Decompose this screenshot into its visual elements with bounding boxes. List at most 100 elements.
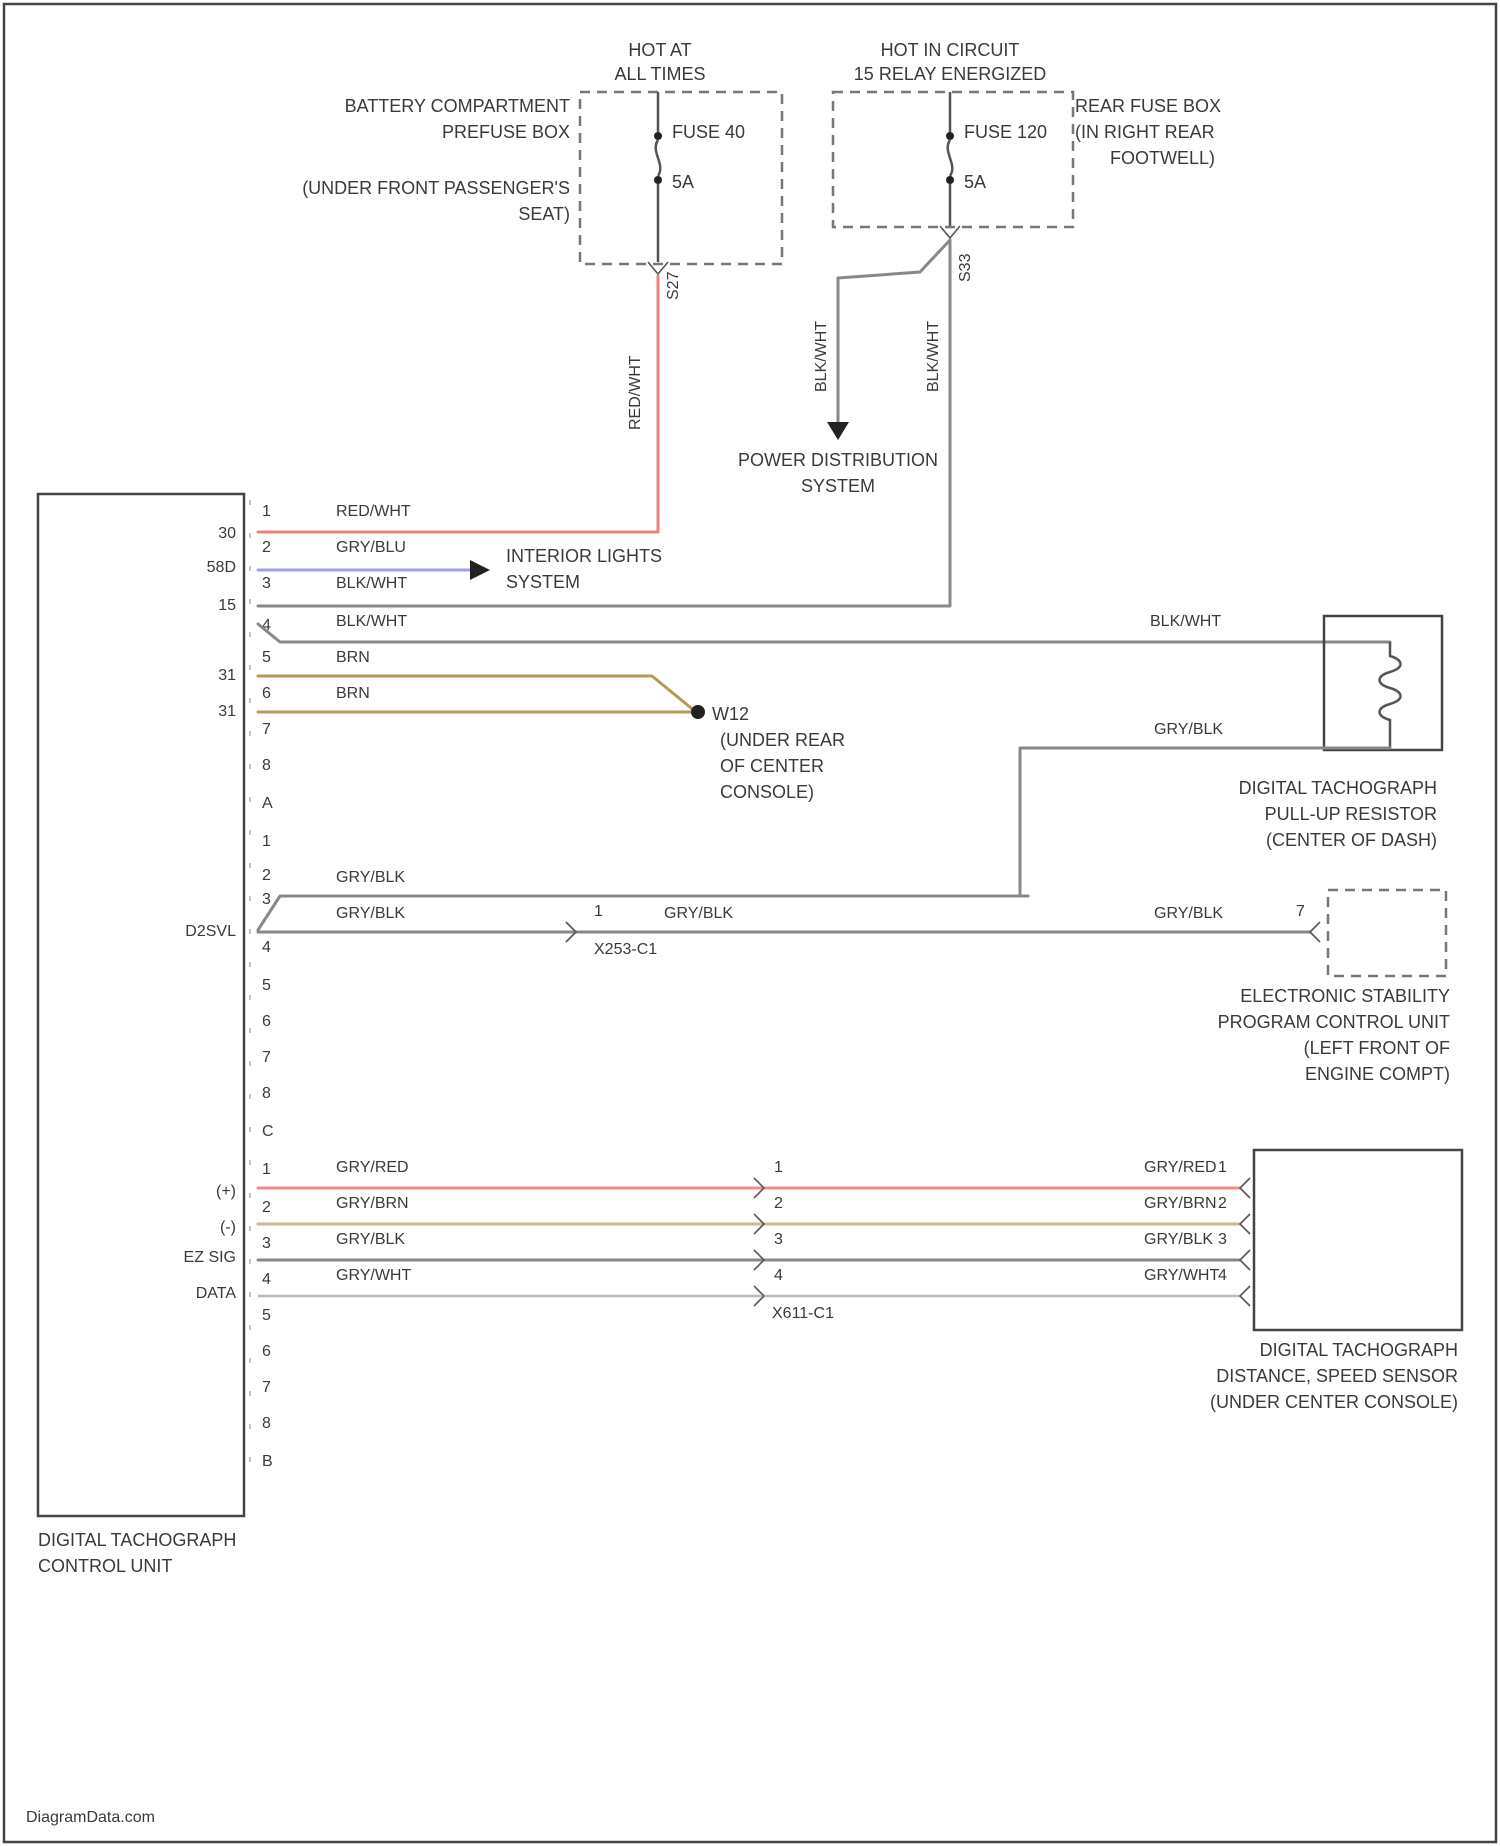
pin-c7: 7 (262, 1379, 271, 1396)
x611-pin-3: 3 (774, 1231, 783, 1248)
battery-prefuse-line1: BATTERY COMPARTMENT (345, 96, 570, 116)
lbl-gry-red: GRY/RED (336, 1159, 409, 1176)
pin-b5: 5 (262, 977, 271, 994)
control-unit-label-line2: CONTROL UNIT (38, 1556, 172, 1576)
pullup-resistor-coil (1380, 642, 1401, 748)
watermark: DiagramData.com (26, 1809, 155, 1826)
ground-w12-label: W12 (712, 704, 749, 724)
lbl-gry-red-right: GRY/RED (1144, 1159, 1217, 1176)
lbl-blk-wht-3: BLK/WHT (336, 575, 407, 592)
sensor-connector (1240, 1178, 1250, 1306)
lbl-gry-blk-pullup: GRY/BLK (1154, 721, 1223, 738)
lbl-blk-wht-4: BLK/WHT (336, 613, 407, 630)
fuse120-amp-label: 5A (964, 172, 986, 192)
rear-fuse-box (833, 92, 1073, 227)
tachograph-control-unit-box (38, 494, 244, 1516)
power-distribution-line2: SYSTEM (801, 476, 875, 496)
esp-label-line4: ENGINE COMPT) (1305, 1064, 1450, 1084)
ground-w12-dot (691, 705, 705, 719)
lbl-gry-blk-esp: GRY/BLK (1154, 905, 1223, 922)
pin-c1: 1 (262, 1161, 271, 1178)
pin-c4: 4 (262, 1271, 271, 1288)
wire-red-wht-pin30 (258, 276, 658, 532)
unit-pin-31a: 31 (218, 667, 236, 684)
sensor-pin-4: 4 (1218, 1267, 1227, 1284)
under-front-seat-line1: (UNDER FRONT PASSENGER'S (302, 178, 570, 198)
wire-label-blk-wht-15: BLK/WHT (925, 321, 942, 392)
x611-pin-2: 2 (774, 1195, 783, 1212)
rear-fuse-box-line2: (IN RIGHT REAR (1075, 122, 1215, 142)
lbl-red-wht: RED/WHT (336, 503, 411, 520)
pin-b2: 2 (262, 867, 271, 884)
pin-c3: 3 (262, 1235, 271, 1252)
control-unit-label-line1: DIGITAL TACHOGRAPH (38, 1530, 236, 1550)
speed-sensor-label-line3: (UNDER CENTER CONSOLE) (1210, 1392, 1458, 1412)
unit-pin-data: DATA (196, 1285, 237, 1302)
pin-a3: 3 (262, 575, 271, 592)
x611-pin-4: 4 (774, 1267, 783, 1284)
unit-pin-15: 15 (218, 597, 236, 614)
esp-unit-box (1328, 890, 1446, 976)
pin-aA: A (262, 795, 273, 812)
lbl-gry-brn-right: GRY/BRN (1144, 1195, 1217, 1212)
pin-b7: 7 (262, 1049, 271, 1066)
fuse120-element (948, 140, 953, 176)
lbl-gry-blk-b3b: GRY/BLK (336, 905, 405, 922)
arrow-interior-lights (470, 560, 490, 580)
x611-connector (754, 1178, 764, 1306)
wire-brn-31a (258, 676, 696, 712)
unit-pin-serial: D2SVL (185, 923, 236, 940)
pin-a2: 2 (262, 539, 271, 556)
unit-pin-ez-sig: EZ SIG (184, 1249, 236, 1266)
fuse40-dot-top (654, 132, 662, 140)
pin-bC: C (262, 1123, 274, 1140)
fuse40-label: FUSE 40 (672, 122, 745, 142)
fuse120-label: FUSE 120 (964, 122, 1047, 142)
esp-label-line2: PROGRAM CONTROL UNIT (1218, 1012, 1450, 1032)
fuse120-output-pin: S33 (957, 253, 974, 282)
lbl-gry-wht: GRY/WHT (336, 1267, 411, 1284)
fuse120-dot-top (946, 132, 954, 140)
pin-b3: 3 (262, 891, 271, 908)
arrow-power-distribution (827, 422, 849, 440)
pin-b1: 1 (262, 833, 271, 850)
pin-row-a: 1 2 3 4 5 6 7 8 A (262, 503, 273, 812)
pin-cB: B (262, 1453, 273, 1470)
fuse40-amp-label: 5A (672, 172, 694, 192)
lbl-gry-blk-mid: GRY/BLK (664, 905, 733, 922)
x611-label: X611-C1 (772, 1305, 834, 1322)
lbl-blk-wht-pullup: BLK/WHT (1150, 613, 1221, 630)
lbl-gry-blu: GRY/BLU (336, 539, 406, 556)
hot-at-all-times-line2: ALL TIMES (614, 64, 705, 84)
unit-pin-minus: (-) (220, 1219, 236, 1236)
lbl-gry-blk-right: GRY/BLK (1144, 1231, 1213, 1248)
ground-loc-line1: (UNDER REAR (720, 730, 845, 750)
esp-pin-7: 7 (1296, 903, 1305, 920)
rear-fuse-box-line1: REAR FUSE BOX (1075, 96, 1221, 116)
interior-lights-line1: INTERIOR LIGHTS (506, 546, 662, 566)
esp-label-line1: ELECTRONIC STABILITY (1240, 986, 1450, 1006)
under-front-seat-line2: SEAT) (518, 204, 570, 224)
hot-at-all-times-line1: HOT AT (628, 40, 691, 60)
wire-label-red-wht-vertical: RED/WHT (627, 355, 644, 430)
pin-a8: 8 (262, 757, 271, 774)
ground-loc-line3: CONSOLE) (720, 782, 814, 802)
power-distribution-line1: POWER DISTRIBUTION (738, 450, 938, 470)
esp-label-line3: (LEFT FRONT OF (1304, 1038, 1450, 1058)
pin-a1: 1 (262, 503, 271, 520)
hot-in-circuit-line1: HOT IN CIRCUIT (881, 40, 1020, 60)
lbl-brn-5: BRN (336, 649, 370, 666)
pin-row-c: 1 2 3 4 5 6 7 8 B (262, 1161, 273, 1470)
pin-row-b: 1 2 3 4 5 6 7 8 C (262, 833, 274, 1140)
pin-a5: 5 (262, 649, 271, 666)
fuse40-dot-bottom (654, 176, 662, 184)
sensor-pin-1: 1 (1218, 1159, 1227, 1176)
speed-sensor-label-line2: DISTANCE, SPEED SENSOR (1216, 1366, 1458, 1386)
pullup-label-line3: (CENTER OF DASH) (1266, 830, 1437, 850)
x253-pin-1: 1 (594, 903, 603, 920)
fuse120-dot-bottom (946, 176, 954, 184)
pin-c5: 5 (262, 1307, 271, 1324)
unit-pin-plus: (+) (216, 1183, 236, 1200)
pin-c2: 2 (262, 1199, 271, 1216)
unit-pin-30: 30 (218, 525, 236, 542)
